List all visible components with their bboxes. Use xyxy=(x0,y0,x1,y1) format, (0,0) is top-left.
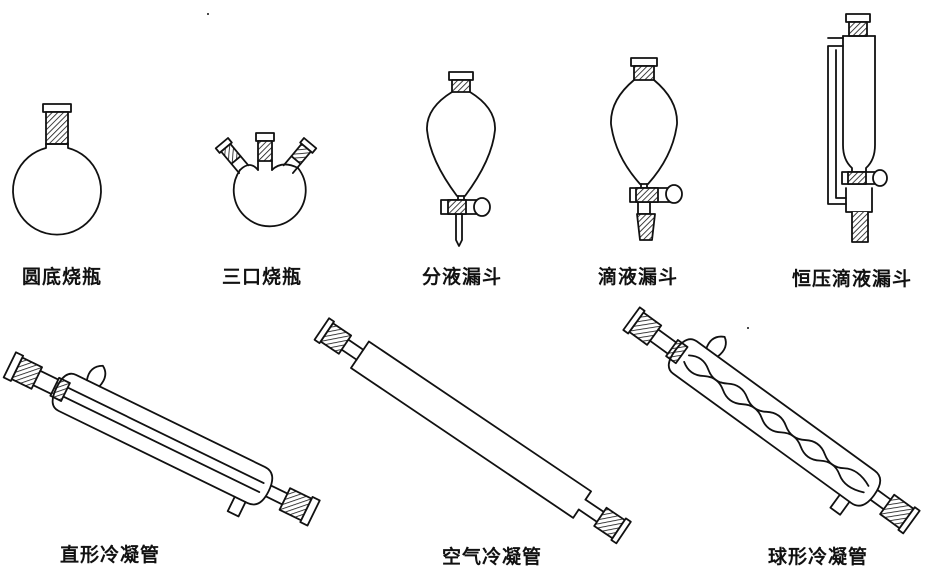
label-bulb-condenser: 球形冷凝管 xyxy=(767,546,869,566)
label-dropping-funnel: 滴液漏斗 xyxy=(597,266,679,288)
label-straight-condenser: 直形冷凝管 xyxy=(59,544,161,566)
air-condenser-drawing xyxy=(313,317,632,545)
label-air-condenser: 空气冷凝管 xyxy=(441,546,543,566)
straight-condenser-drawing xyxy=(2,351,321,527)
bulb-condenser-drawing xyxy=(622,306,921,535)
round-bottom-flask-drawing xyxy=(12,103,102,236)
pressure-equalizing-funnel-drawing xyxy=(827,13,888,243)
label-round-bottom-flask: 圆底烧瓶 xyxy=(21,266,103,288)
dropping-funnel-drawing xyxy=(610,57,683,241)
label-pressure-equalizing-funnel: 恒压滴液漏斗 xyxy=(791,268,913,290)
label-separatory-funnel: 分液漏斗 xyxy=(421,266,503,288)
label-three-neck-flask: 三口烧瓶 xyxy=(221,266,303,288)
three-neck-flask-drawing xyxy=(214,132,318,228)
separatory-funnel-drawing xyxy=(426,71,496,247)
